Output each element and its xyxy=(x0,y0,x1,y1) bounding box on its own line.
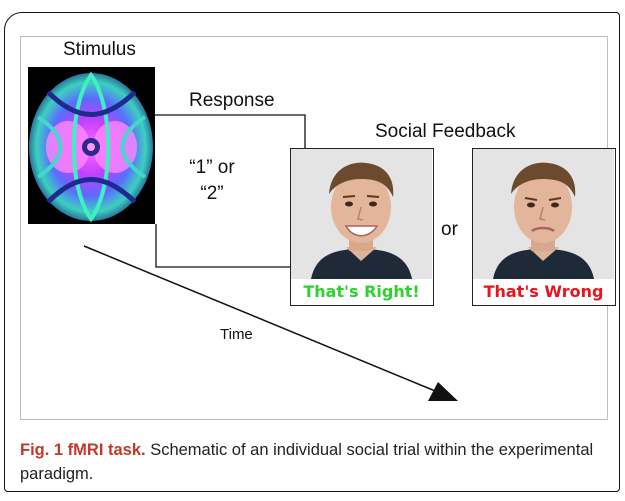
smiling-face-photo xyxy=(291,149,432,279)
time-arrow-line xyxy=(83,245,441,394)
caption-text: Schematic of an individual social trial … xyxy=(20,441,594,483)
time-label: Time xyxy=(220,326,253,343)
sad-face-photo xyxy=(473,149,614,279)
feedback-wrong-text: That's Wrong xyxy=(483,282,604,301)
caption-label: Fig. 1 fMRI task. xyxy=(20,441,146,459)
response-options: “1” or “2” xyxy=(189,157,235,204)
feedback-right-text: That's Right! xyxy=(303,282,420,301)
social-feedback-label: Social Feedback xyxy=(375,121,516,142)
figure-caption: Fig. 1 fMRI task. Schematic of an indivi… xyxy=(20,438,608,486)
time-arrow-head xyxy=(428,382,458,401)
or-label: or xyxy=(441,219,458,240)
feedback-card-wrong: That's Wrong xyxy=(472,148,616,306)
response-label: Response xyxy=(189,90,275,111)
feedback-card-right: That's Right! xyxy=(290,148,434,306)
stimulus-image xyxy=(28,67,155,224)
stimulus-label: Stimulus xyxy=(63,39,136,60)
response-connector xyxy=(155,114,306,148)
feedback-connector xyxy=(155,224,290,268)
